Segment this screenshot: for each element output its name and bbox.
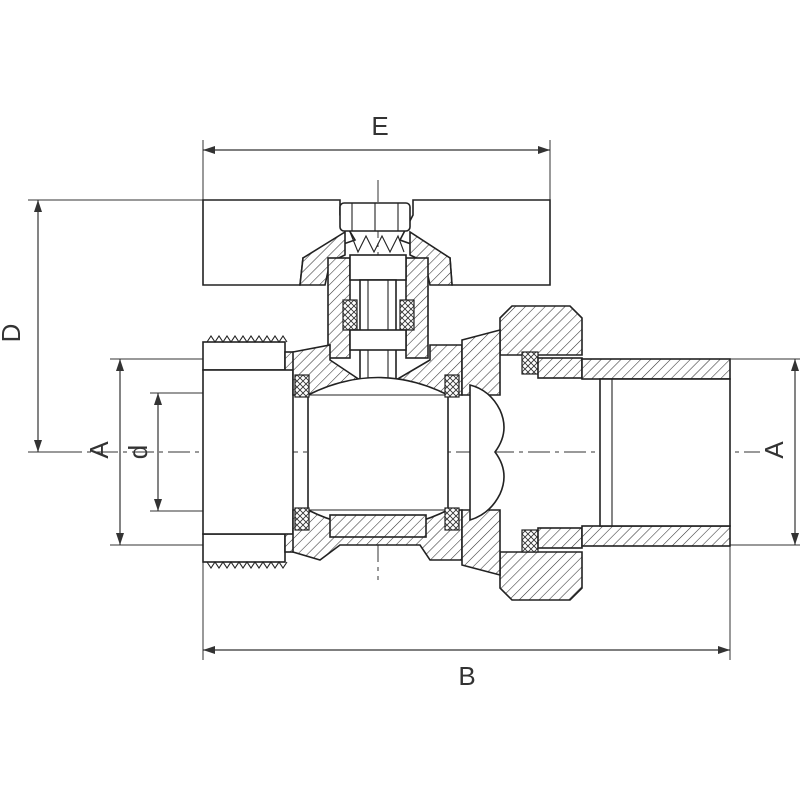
dimension-d: D <box>0 199 210 453</box>
dimension-a-left: A <box>84 358 210 546</box>
label-e: E <box>371 111 388 141</box>
butterfly-handle <box>202 199 551 286</box>
dimension-b: B <box>202 545 731 691</box>
label-b: B <box>458 661 475 691</box>
dimension-a-right: A <box>700 358 800 546</box>
right-female-end <box>581 358 731 547</box>
left-threaded-end <box>202 335 308 569</box>
dimension-d-bore: d <box>123 392 210 512</box>
union-connector <box>461 305 583 601</box>
label-d-height: D <box>0 324 26 343</box>
valve-body <box>292 344 463 561</box>
dimension-e: E <box>202 111 551 210</box>
label-a-left: A <box>84 441 114 459</box>
valve-stem <box>327 254 429 381</box>
label-a-right: A <box>759 441 789 459</box>
